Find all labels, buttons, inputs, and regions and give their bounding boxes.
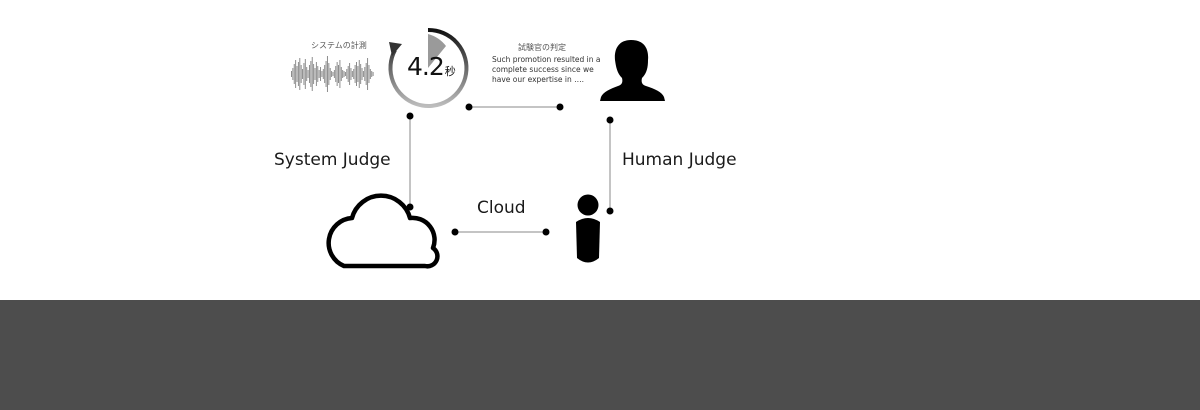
connector-bottom [451,228,550,236]
examiner-judgment-caption: 試験官の判定 [518,43,566,52]
connector-top [465,103,564,111]
examiner-quote: Such promotion resulted in a complete su… [492,55,601,84]
cloud-icon [326,193,440,269]
footer-band [0,300,1200,410]
connector-right [606,116,614,215]
sound-waveform-icon [291,56,374,92]
timer-readout: 4.2秒 [407,52,456,81]
cloud-label: Cloud [477,198,526,218]
timer-unit: 秒 [444,65,456,78]
connector-left [406,112,414,211]
system-measurement-caption: システムの計測 [311,41,367,50]
person-silhouette-icon [600,40,665,101]
user-icon [576,194,600,263]
circular-timer-icon [388,27,469,108]
human-judge-label: Human Judge [622,150,737,170]
diagram-graphics [291,27,665,269]
timer-value: 4.2 [407,52,445,81]
system-judge-label: System Judge [274,150,391,170]
